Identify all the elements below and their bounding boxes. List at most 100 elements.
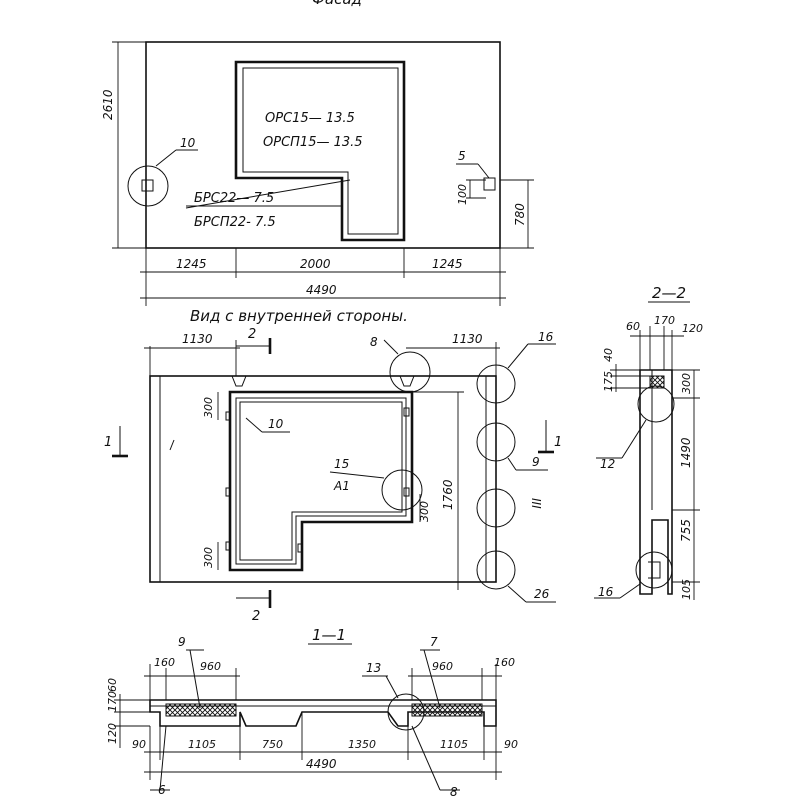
facade-title: Фасад: [312, 0, 362, 8]
callout-circle-26: [476, 550, 516, 590]
mark-window-1: ОРС15— 13.5: [265, 111, 355, 126]
section-1-1-outline: [149, 699, 497, 727]
dim-1245-left: 1245: [176, 257, 207, 271]
dim-1105-left: 1105: [188, 738, 216, 751]
dim-170: 170: [654, 314, 675, 327]
dim-4490-s11: 4490: [306, 757, 337, 771]
tick-left: [169, 439, 175, 451]
callout-detail-5: [483, 177, 496, 191]
dim-4490: 4490: [306, 283, 337, 297]
mark-window-2: ОРСП15— 13.5: [263, 135, 363, 150]
section-1-1-title: 1—1: [312, 626, 346, 644]
dim-105: 105: [680, 579, 693, 600]
callout-label-15: 15: [334, 457, 349, 471]
anchor-1: [225, 411, 231, 421]
callout-circle-iii: [476, 488, 516, 528]
inner-view: 8 16 10 15 А1 9 III 26 1130 1130 2 2: [104, 327, 562, 624]
callout-label-26: 26: [534, 587, 550, 601]
callout-label-16-s: 16: [598, 585, 614, 599]
dim-960-right: 960: [432, 660, 453, 673]
anchor-3: [225, 541, 231, 551]
callout-label-5: 5: [458, 149, 466, 163]
callout-label-6: 6: [158, 783, 166, 797]
dim-1760: 1760: [441, 479, 455, 510]
dim-170-s11: 170: [106, 691, 119, 712]
dim-2000: 2000: [300, 257, 331, 271]
dim-175: 175: [602, 371, 615, 392]
callout-detail-10: [141, 179, 154, 192]
leader-9: [507, 457, 517, 471]
callout-leader-5: [477, 163, 490, 179]
dim-1105-right: 1105: [440, 738, 468, 751]
section-1-1: 9 7 13 6 8 160 960 960 160 170 60 120: [106, 635, 518, 799]
section-1-right-label: 1: [554, 435, 562, 450]
callout-circle-15: [381, 469, 423, 511]
callout-label-9: 9: [532, 455, 540, 469]
callout-label-8: 8: [370, 335, 378, 349]
callout-label-13: 13: [366, 661, 381, 675]
section-2-2-title: 2—2: [652, 284, 686, 302]
callout-label-16: 16: [538, 330, 554, 344]
anchor-5: [403, 407, 410, 417]
dim-300-c: 300: [418, 501, 431, 522]
section-2-2-insulation: [649, 375, 665, 389]
dim-60-s11: 60: [106, 678, 119, 692]
callout-label-10-inner: 10: [268, 417, 284, 431]
leader-26: [507, 585, 527, 603]
callout-circle-16-s: [635, 551, 673, 589]
callout-circle-9: [476, 422, 516, 462]
dim-1490: 1490: [679, 437, 693, 468]
leader-6: [159, 725, 167, 791]
section-2-2: 60 170 120 40 175 300 1490 755 105 12 16: [594, 314, 703, 600]
dim-120: 120: [682, 322, 703, 335]
mark-door-leader-2: [185, 179, 351, 209]
dim-40: 40: [602, 348, 615, 362]
dim-1130-right: 1130: [452, 332, 483, 346]
dim-300-s22: 300: [680, 373, 693, 394]
dim-1350: 1350: [348, 738, 376, 751]
inner-view-title: Вид с внутренней стороны.: [190, 307, 408, 325]
dim-60: 60: [626, 320, 640, 333]
inner-panel-outline: [149, 375, 497, 583]
insulation-right: [411, 703, 483, 717]
dim-90-right: 90: [504, 738, 518, 751]
callout-circle-10: [127, 165, 169, 207]
section-2-2-outline: [639, 369, 673, 595]
label-iii: III: [529, 498, 543, 509]
callout-circle-13: [387, 693, 425, 731]
dim-90-left: 90: [132, 738, 146, 751]
facade-view: ОРС15— 13.5 ОРСП15— 13.5 БРС22— 7.5 БРСП…: [101, 41, 534, 306]
leader-8: [383, 339, 399, 355]
leader-15: [329, 471, 385, 479]
dim-755: 755: [679, 519, 693, 542]
section-2-2-detail: [648, 561, 661, 579]
callout-circle-8: [389, 351, 431, 393]
leader-16-s: [619, 583, 641, 599]
dim-160-right: 160: [494, 656, 515, 669]
label-a1: А1: [333, 479, 350, 493]
mark-door-1: БРС22— 7.5: [194, 191, 274, 206]
insulation-left: [165, 703, 237, 717]
dim-750: 750: [262, 738, 283, 751]
mark-door-2: БРСП22- 7.5: [194, 215, 276, 230]
anchor-4: [297, 543, 303, 553]
facade-opening-inner: [242, 67, 399, 235]
leader-16: [507, 343, 529, 369]
section-2-bottom-label: 2: [252, 609, 260, 624]
dim-120-s11: 120: [106, 723, 119, 744]
callout-label-10: 10: [180, 136, 196, 150]
dim-160-left: 160: [154, 656, 175, 669]
callout-circle-12: [637, 385, 675, 423]
callout-label-7: 7: [430, 635, 438, 649]
leader-10: [245, 417, 263, 433]
leader-13: [385, 675, 399, 699]
facade-panel-outline: [145, 41, 501, 249]
facade-opening: [234, 60, 406, 242]
anchor-2: [225, 487, 231, 497]
lifting-loop-right: [399, 375, 415, 387]
dim-100: 100: [456, 184, 469, 205]
leader-12: [621, 419, 647, 459]
leader-9-s11: [189, 649, 201, 709]
dim-1130-left: 1130: [182, 332, 213, 346]
